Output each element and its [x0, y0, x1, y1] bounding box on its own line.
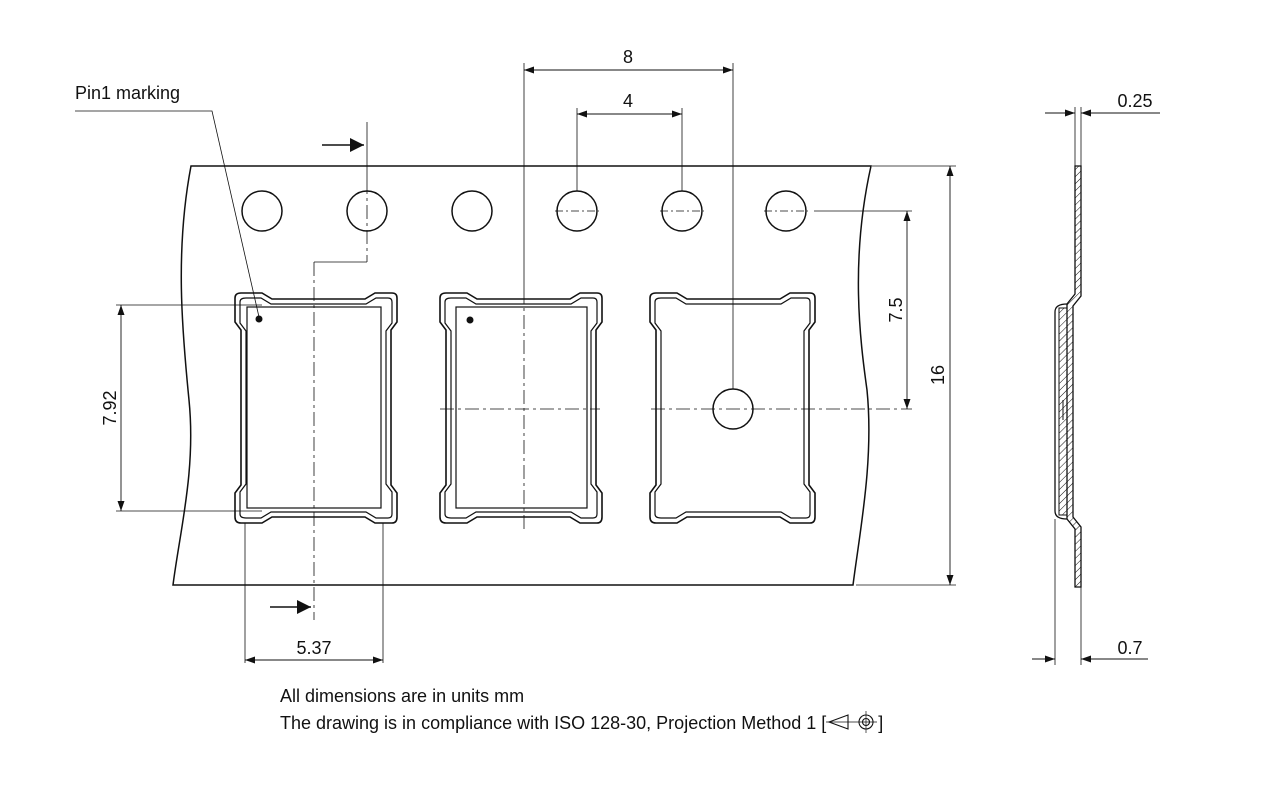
- extension-lines: [116, 63, 956, 663]
- pin1-dot: [255, 315, 263, 323]
- pin1-leader-line: [75, 110, 260, 318]
- pocket-2: [439, 292, 603, 524]
- side-view: [1054, 165, 1082, 588]
- sprocket-hole: [451, 190, 493, 232]
- dim-0-25-label: 0.25: [1117, 91, 1152, 111]
- dimension-lines: [117, 66, 954, 664]
- dim-0-7-label: 0.7: [1117, 638, 1142, 658]
- pin1-label: Pin1 marking: [75, 83, 180, 103]
- pocket-1: [234, 292, 398, 524]
- sprocket-hole: [241, 190, 283, 232]
- units-note: All dimensions are in units mm: [280, 686, 525, 706]
- dim-pitch8-label: 8: [623, 47, 633, 67]
- pin1-dot: [466, 316, 474, 324]
- first-angle-projection-icon: [826, 711, 878, 733]
- side-view-pocket-wall: [1054, 303, 1068, 520]
- carrier-tape-outline: [172, 165, 872, 586]
- dim-pitch4-label: 4: [623, 91, 633, 111]
- dim-7-5-label: 7.5: [886, 297, 906, 322]
- standard-note: The drawing is in compliance with ISO 12…: [280, 711, 883, 734]
- pocket-3: [649, 292, 816, 524]
- standard-note-text: The drawing is in compliance with ISO 12…: [280, 713, 827, 733]
- side-view-extension-lines: [1054, 107, 1082, 665]
- side-view-section: [1066, 165, 1082, 588]
- side-view-dimension-lines: [1032, 109, 1160, 663]
- center-lines: [313, 180, 912, 620]
- standard-note-close: ]: [878, 713, 884, 733]
- dim-5-37-label: 5.37: [296, 638, 331, 658]
- dim-16-label: 16: [928, 365, 948, 385]
- dim-7-92-label: 7.92: [100, 390, 120, 425]
